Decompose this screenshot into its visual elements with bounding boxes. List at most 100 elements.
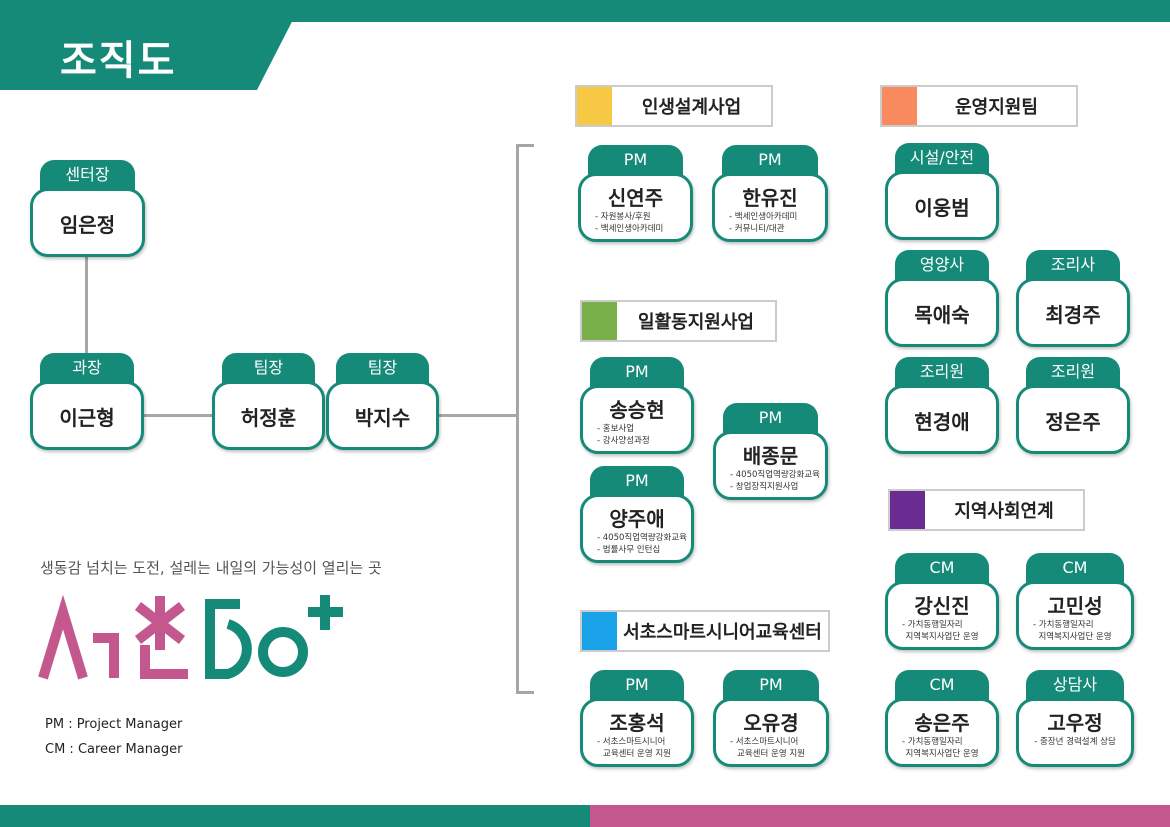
staff-card: 이근형 bbox=[30, 381, 144, 450]
bracket-line bbox=[516, 691, 534, 694]
role-tab: 영양사 bbox=[895, 250, 989, 280]
staff-card: 박지수 bbox=[326, 381, 439, 450]
staff-name: 고우정 bbox=[1047, 711, 1103, 735]
staff-duty: - 창업장직지원사업 bbox=[730, 482, 799, 492]
staff-duty: 지역복지사업단 운영 bbox=[905, 749, 979, 759]
staff-duty: - 홍보사업 bbox=[597, 424, 635, 434]
role-tab: PM bbox=[590, 670, 684, 700]
staff-card: 최경주 bbox=[1016, 278, 1130, 347]
title-banner bbox=[0, 0, 292, 90]
staff-name: 목애숙 bbox=[914, 303, 970, 327]
bottom-band-pink bbox=[590, 805, 1170, 827]
staff-duty: - 백세인생아카데미 bbox=[595, 224, 664, 234]
section-header: 서초스마트시니어교육센터 bbox=[580, 610, 830, 652]
role-tab: PM bbox=[588, 145, 683, 175]
staff-name: 정은주 bbox=[1045, 410, 1101, 434]
staff-card: 허정훈 bbox=[212, 381, 325, 450]
staff-name: 현경애 bbox=[914, 410, 970, 434]
staff-duty: - 서초스마트시니어 bbox=[597, 737, 666, 747]
staff-duty: - 커뮤니티/대관 bbox=[729, 224, 785, 234]
staff-card: 신연주- 자원봉사/후원- 백세인생아카데미 bbox=[578, 173, 693, 242]
staff-name: 송은주 bbox=[914, 711, 970, 735]
role-tab: PM bbox=[723, 403, 818, 433]
staff-name: 이웅범 bbox=[914, 196, 970, 220]
staff-name: 이근형 bbox=[59, 406, 115, 430]
section-color-swatch bbox=[890, 491, 925, 529]
staff-card: 배종문 - 4050직업역량강화교육 - 창업장직지원사업 bbox=[713, 431, 828, 500]
staff-duty: - 자원봉사/후원 bbox=[595, 212, 651, 222]
staff-name: 조홍석 bbox=[609, 711, 665, 735]
section-label: 서초스마트시니어교육센터 bbox=[623, 622, 822, 643]
section-label: 지역사회연계 bbox=[954, 501, 1054, 522]
role-tab: 조리원 bbox=[1026, 357, 1120, 387]
staff-duty: - 4050직업역량강화교육 bbox=[730, 470, 820, 480]
staff-name: 허정훈 bbox=[240, 406, 297, 430]
staff-card: 목애숙 bbox=[885, 278, 999, 347]
staff-duty: - 가치동행일자리 bbox=[1033, 620, 1094, 630]
staff-duty: - 가치동행일자리 bbox=[902, 620, 963, 630]
bracket-line bbox=[516, 144, 519, 694]
staff-duty: - 법률사무 인턴십 bbox=[597, 545, 661, 555]
staff-duty: 지역복지사업단 운영 bbox=[905, 632, 979, 642]
role-tab: PM bbox=[590, 466, 684, 496]
seocho50-logo bbox=[38, 594, 343, 680]
staff-name: 박지수 bbox=[354, 406, 411, 430]
role-tab: PM bbox=[723, 670, 819, 700]
staff-card: 양주애- 4050직업역량강화교육- 법률사무 인턴십 bbox=[580, 494, 694, 563]
section-header: 일활동지원사업 bbox=[580, 300, 777, 342]
section-header: 운영지원팀 bbox=[880, 85, 1078, 127]
section-color-swatch bbox=[882, 87, 917, 125]
staff-duty: - 백세인생아카데미 bbox=[729, 212, 798, 222]
staff-duty: 지역복지사업단 운영 bbox=[1038, 632, 1112, 642]
staff-name: 오유경 bbox=[743, 711, 799, 735]
staff-duty: 교육센터 운영 지원 bbox=[737, 749, 805, 759]
bracket-line bbox=[516, 144, 534, 147]
staff-duty: - 가치동행일자리 bbox=[902, 737, 963, 747]
section-color-swatch bbox=[582, 302, 617, 340]
role-tab: 과장 bbox=[40, 353, 134, 383]
staff-name: 양주애 bbox=[609, 507, 665, 531]
section-label: 일활동지원사업 bbox=[638, 312, 754, 333]
page-title: 조직도 bbox=[60, 38, 177, 84]
section-header: 지역사회연계 bbox=[888, 489, 1085, 531]
role-tab: CM bbox=[1026, 553, 1124, 583]
staff-card: 고우정 - 중장년 경력설계 상담 bbox=[1016, 698, 1134, 767]
staff-card: 이웅범 bbox=[885, 171, 999, 240]
bottom-band-teal bbox=[0, 805, 590, 827]
role-tab: 조리사 bbox=[1026, 250, 1120, 280]
connector-line bbox=[85, 256, 88, 354]
staff-name: 최경주 bbox=[1045, 303, 1101, 327]
staff-card: 정은주 bbox=[1016, 385, 1130, 454]
section-label: 인생설계사업 bbox=[641, 97, 742, 118]
staff-duty: - 서초스마트시니어 bbox=[730, 737, 799, 747]
staff-name: 배종문 bbox=[742, 444, 799, 468]
role-tab: 시설/안전 bbox=[895, 143, 989, 173]
top-band bbox=[0, 0, 1170, 22]
role-tab: 센터장 bbox=[40, 160, 135, 190]
role-tab: CM bbox=[895, 670, 989, 700]
staff-card: 송승현 - 홍보사업 - 강사양성과정 bbox=[580, 385, 694, 454]
slogan: 생동감 넘치는 도전, 설레는 내일의 가능성이 열리는 곳 bbox=[40, 559, 382, 577]
legend-pm: PM : Project Manager bbox=[45, 717, 183, 732]
staff-card: 한유진 - 백세인생아카데미 - 커뮤니티/대관 bbox=[712, 173, 828, 242]
staff-card: 임은정 bbox=[30, 188, 145, 257]
role-tab: CM bbox=[895, 553, 989, 583]
role-tab: 조리원 bbox=[895, 357, 989, 387]
staff-name: 송승현 bbox=[609, 398, 665, 422]
staff-duty: 교육센터 운영 지원 bbox=[603, 749, 671, 759]
role-tab: PM bbox=[722, 145, 818, 175]
staff-name: 강신진 bbox=[914, 594, 970, 618]
staff-duty: - 중장년 경력설계 상담 bbox=[1034, 737, 1116, 747]
role-tab: 상담사 bbox=[1026, 670, 1124, 700]
section-color-swatch bbox=[577, 87, 612, 125]
staff-duty: - 강사양성과정 bbox=[597, 436, 650, 446]
staff-card: 현경애 bbox=[885, 385, 999, 454]
staff-name: 한유진 bbox=[742, 186, 798, 210]
section-label: 운영지원팀 bbox=[955, 97, 1038, 118]
role-tab: 팀장 bbox=[222, 353, 315, 383]
